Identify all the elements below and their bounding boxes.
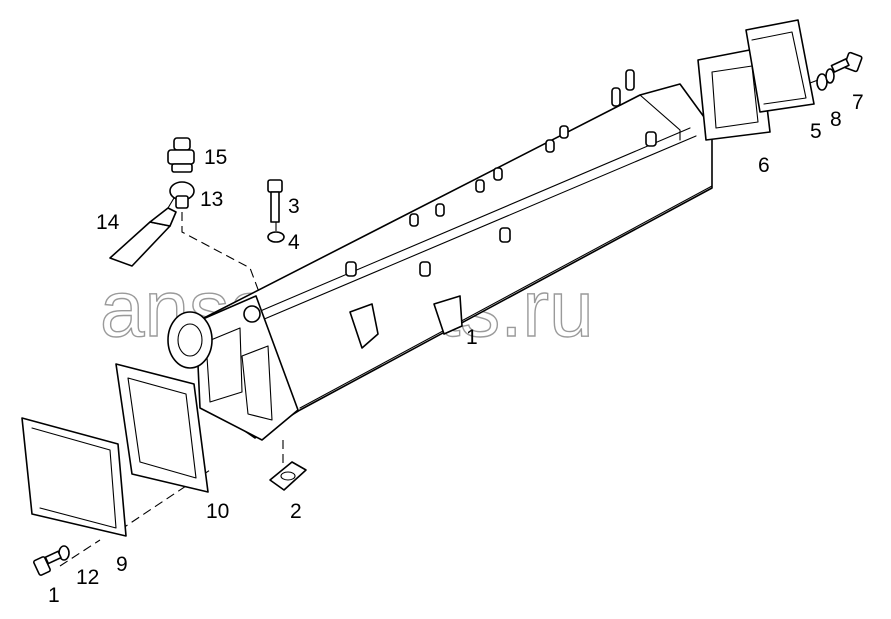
gasket-2 [269,461,307,491]
callout-labels: 15 13 14 3 4 1 6 5 8 7 10 2 9 12 1 [48,91,864,607]
fitting-15 [167,137,195,173]
callout-1-manifold: 1 [466,326,478,349]
bolt-3 [267,179,283,223]
bolt-1 [33,550,62,576]
callout-14: 14 [96,211,120,234]
washer-4 [267,231,285,243]
manifold-body [199,69,713,439]
gasket-6 [697,47,771,141]
callout-10: 10 [206,500,229,523]
callout-12: 12 [76,566,99,589]
callout-6: 6 [758,154,770,177]
cover-plate-right [745,19,815,113]
cover-plate-9 [21,417,127,537]
nut-13 [169,181,195,209]
bolt-7 [830,51,863,73]
callout-9: 9 [116,553,128,576]
callout-8: 8 [830,108,842,131]
callout-4: 4 [288,231,300,254]
callout-5: 5 [810,120,822,143]
washer-8 [825,68,835,84]
callout-3: 3 [288,195,300,218]
callout-7: 7 [852,91,864,114]
callout-1-bolt: 1 [48,584,60,607]
manifold-bosses [345,69,657,277]
manifold-front-flange [167,295,299,441]
sealant-tube-14 [109,197,177,267]
callout-15: 15 [204,146,227,169]
callout-2: 2 [290,500,302,523]
callout-13: 13 [200,188,223,211]
gasket-10 [115,363,209,493]
